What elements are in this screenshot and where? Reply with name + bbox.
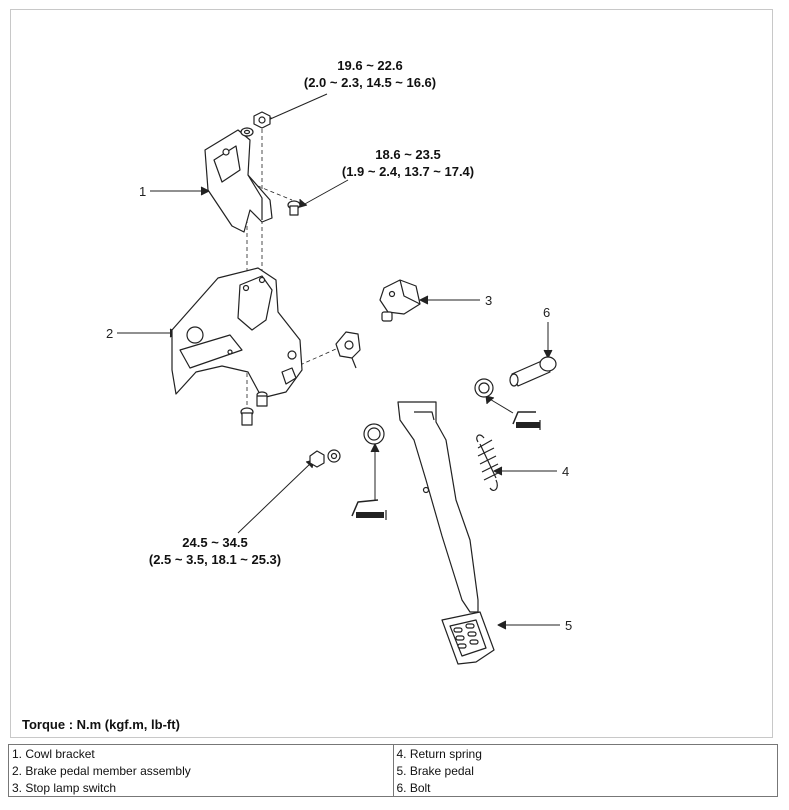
- callout-4: 4: [562, 464, 569, 479]
- torque-top-nut-line1: 19.6 ~ 22.6: [337, 58, 402, 73]
- grease-symbol-lower: [351, 499, 387, 520]
- legend-row: 1. Cowl bracket 4. Return spring: [8, 744, 778, 762]
- legend-cell: 4. Return spring: [392, 744, 778, 762]
- legend-cell: 5. Brake pedal: [392, 762, 778, 779]
- torque-lower-nut-line1: 24.5 ~ 34.5: [182, 535, 247, 550]
- legend-row: 2. Brake pedal member assembly 5. Brake …: [8, 762, 778, 779]
- callout-1: 1: [139, 184, 146, 199]
- callout-5: 5: [565, 618, 572, 633]
- legend-row: 3. Stop lamp switch 6. Bolt: [8, 779, 778, 797]
- parts-legend-table: 1. Cowl bracket 4. Return spring 2. Brak…: [8, 744, 778, 797]
- switch-clip: [335, 331, 361, 369]
- return-spring: [476, 434, 501, 492]
- torque-top-nut-line2: (2.0 ~ 2.3, 14.5 ~ 16.6): [304, 75, 436, 90]
- upper-bushing: [474, 378, 494, 398]
- grease-symbol-upper: [512, 411, 541, 430]
- cowl-bracket: [204, 129, 273, 233]
- callout-2: 2: [106, 326, 113, 341]
- torque-lower-nut-line2: (2.5 ~ 3.5, 18.1 ~ 25.3): [149, 552, 281, 567]
- torque-side-bolt-line2: (1.9 ~ 2.4, 13.7 ~ 17.4): [342, 164, 474, 179]
- callout-3: 3: [485, 293, 492, 308]
- diagram-frame: [10, 9, 773, 738]
- torque-unit-note: Torque : N.m (kgf.m, lb-ft): [22, 717, 180, 732]
- torque-side-bolt-line1: 18.6 ~ 23.5: [375, 147, 440, 162]
- bolt: [509, 356, 557, 387]
- stop-lamp-switch: [379, 279, 421, 322]
- brake-pedal: [397, 401, 495, 665]
- callout-6: 6: [543, 305, 550, 320]
- top-nut: [240, 111, 271, 137]
- side-bolt: [287, 200, 301, 216]
- legend-cell: 6. Bolt: [392, 779, 778, 797]
- legend-cell: 3. Stop lamp switch: [8, 779, 394, 797]
- lower-nut: [309, 449, 341, 468]
- legend-cell: 2. Brake pedal member assembly: [8, 762, 394, 779]
- legend-cell: 1. Cowl bracket: [8, 744, 394, 762]
- member-lower-bolts: [240, 391, 268, 426]
- lower-bushing: [363, 423, 385, 445]
- brake-pedal-exploded-diagram: 19.6 ~ 22.6 (2.0 ~ 2.3, 14.5 ~ 16.6) 18.…: [106, 58, 572, 665]
- brake-pedal-member-assembly: [171, 267, 303, 399]
